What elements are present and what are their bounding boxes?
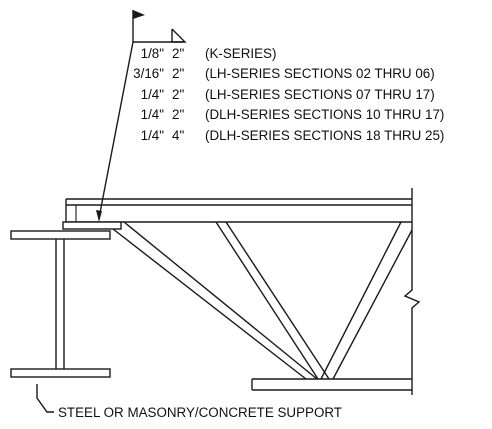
weld-note-1: (K-SERIES) bbox=[205, 46, 276, 61]
weld-size-5: 1/4" bbox=[141, 128, 165, 143]
steel-support-beam bbox=[10, 230, 111, 378]
support-label-group: STEEL OR MASONRY/CONCRETE SUPPORT bbox=[36, 384, 342, 420]
weld-length-3: 2" bbox=[172, 87, 184, 102]
weld-length-5: 4" bbox=[172, 128, 184, 143]
weld-note-3: (LH-SERIES SECTIONS 07 THRU 17) bbox=[205, 87, 435, 102]
leader-line bbox=[98, 41, 134, 219]
weld-length-2: 2" bbox=[172, 66, 184, 81]
weld-length-4: 2" bbox=[172, 107, 184, 122]
leader-arrow-icon bbox=[96, 210, 102, 222]
bearing-seat-plate bbox=[62, 221, 122, 230]
weld-size-1: 1/8" bbox=[141, 46, 165, 61]
fillet-weld-icon bbox=[171, 28, 187, 43]
weld-symbol bbox=[96, 10, 187, 222]
joist-web-members bbox=[112, 221, 413, 380]
weld-size-2: 3/16" bbox=[133, 66, 164, 81]
field-weld-flag-icon bbox=[133, 10, 145, 19]
weld-note-2: (LH-SERIES SECTIONS 02 THRU 06) bbox=[205, 66, 435, 81]
support-leader-line bbox=[36, 384, 54, 413]
weld-size-4: 1/4" bbox=[141, 107, 165, 122]
joist-bottom-chord bbox=[251, 378, 412, 391]
weld-size-3: 1/4" bbox=[141, 87, 165, 102]
joist-top-chord bbox=[65, 198, 412, 223]
break-line bbox=[403, 188, 421, 395]
weld-note-4: (DLH-SERIES SECTIONS 10 THRU 17) bbox=[205, 107, 444, 122]
weld-callout-table: 1/8" 2" (K-SERIES) 3/16" 2" (LH-SERIES S… bbox=[133, 46, 444, 143]
weld-note-5: (DLH-SERIES SECTIONS 18 THRU 25) bbox=[205, 128, 444, 143]
weld-length-1: 2" bbox=[172, 46, 184, 61]
support-label: STEEL OR MASONRY/CONCRETE SUPPORT bbox=[58, 405, 342, 420]
